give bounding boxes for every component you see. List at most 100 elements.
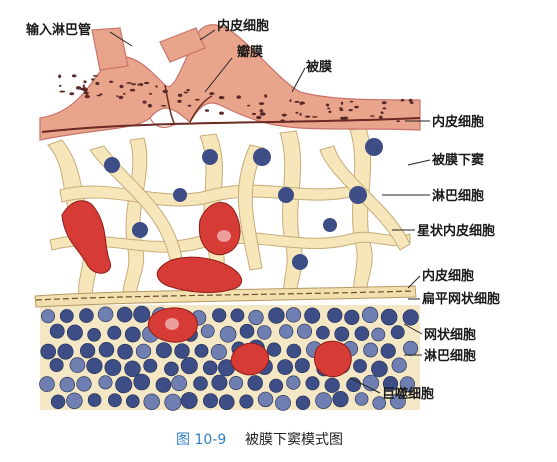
capsule-nucleus bbox=[187, 104, 192, 107]
capsule-nucleus bbox=[144, 81, 150, 85]
lymphocyte bbox=[230, 308, 245, 323]
lymphocyte bbox=[277, 359, 293, 375]
lymphocyte bbox=[363, 342, 378, 358]
label-input-lymph-vessel: 输入淋巴管 bbox=[26, 22, 91, 38]
label-valve: 瓣膜 bbox=[237, 44, 263, 60]
capsule-nucleus bbox=[59, 90, 66, 93]
lymphocyte bbox=[143, 358, 158, 373]
lymphocyte bbox=[171, 375, 187, 392]
macrophage bbox=[61, 200, 112, 274]
lymphocyte bbox=[133, 373, 150, 391]
capsule-nucleus bbox=[186, 89, 190, 92]
lymphocyte bbox=[203, 393, 219, 409]
lymphocyte bbox=[305, 376, 320, 391]
lymphocyte bbox=[98, 342, 115, 358]
capsule-nucleus bbox=[343, 117, 346, 120]
capsule-nucleus bbox=[84, 95, 91, 99]
lymphocyte bbox=[132, 222, 148, 238]
capsule-nucleus bbox=[58, 74, 62, 79]
capsule-nucleus bbox=[118, 95, 124, 100]
lymphocyte bbox=[87, 393, 102, 407]
lymphocyte bbox=[87, 327, 101, 342]
macrophage bbox=[230, 342, 270, 376]
lymphocyte bbox=[294, 358, 310, 374]
lymphocyte bbox=[173, 188, 187, 202]
capsule-nucleus bbox=[177, 99, 182, 103]
label-reticular-cell: 网状细胞 bbox=[424, 327, 476, 343]
lymphocyte bbox=[202, 360, 218, 376]
capsule-nucleus bbox=[325, 103, 330, 107]
label-subcapsular-sinus: 被膜下窦 bbox=[431, 152, 484, 168]
lymphocyte bbox=[353, 359, 367, 373]
capsule-nucleus bbox=[131, 83, 136, 86]
diagram-labels: 输入淋巴管 内皮细胞 瓣膜 被膜 内皮细胞 被膜下窦 淋巴细胞 星状内皮细胞 内… bbox=[26, 18, 500, 402]
lymphocyte bbox=[247, 375, 263, 391]
lymphocyte bbox=[403, 340, 419, 356]
lymphocyte bbox=[324, 377, 340, 393]
lymphocyte bbox=[371, 327, 386, 342]
lymphocyte bbox=[372, 396, 387, 410]
capsule-nucleus bbox=[294, 100, 300, 103]
lymphocyte bbox=[334, 326, 350, 342]
lymphocyte bbox=[248, 309, 264, 326]
capsule-nucleus bbox=[381, 101, 387, 105]
capsule-nucleus bbox=[339, 109, 344, 111]
capsule-nucleus bbox=[160, 105, 167, 107]
lymphocyte bbox=[180, 392, 198, 409]
lymphocyte bbox=[39, 376, 55, 392]
capsule-nucleus bbox=[75, 86, 82, 90]
capsule-nucleus bbox=[204, 109, 210, 112]
lymphocyte bbox=[332, 391, 349, 408]
lymphocyte bbox=[327, 307, 343, 323]
capsule-nucleus bbox=[82, 84, 85, 88]
lymphocyte bbox=[180, 357, 198, 375]
capsule-nucleus bbox=[83, 91, 89, 95]
lymphocyte bbox=[107, 325, 122, 340]
capsule-nucleus bbox=[195, 98, 200, 101]
macrophage bbox=[198, 202, 241, 256]
lymphocyte bbox=[210, 343, 227, 360]
capsule-nucleus bbox=[92, 75, 98, 77]
caption-number: 图 10-9 bbox=[176, 432, 226, 448]
capsule-nucleus bbox=[340, 101, 344, 105]
capsule-nucleus bbox=[304, 115, 311, 118]
capsule-nucleus bbox=[382, 107, 387, 110]
flat-reticular-layer bbox=[34, 285, 417, 308]
capsule-nucleus bbox=[299, 101, 305, 105]
macrophages bbox=[61, 200, 352, 378]
lymphocyte bbox=[239, 323, 255, 339]
lymphocyte bbox=[164, 361, 179, 377]
input-lymph-vessel bbox=[91, 27, 129, 71]
lymphocyte bbox=[391, 357, 407, 373]
macrophage bbox=[156, 256, 242, 293]
capsule-nucleus bbox=[348, 109, 353, 112]
lymphocyte bbox=[59, 309, 74, 323]
lymphocyte bbox=[354, 326, 370, 341]
capsule-nucleus bbox=[91, 78, 95, 81]
lymphocyte bbox=[124, 360, 141, 377]
lymphocyte bbox=[278, 187, 294, 203]
capsule-nucleus bbox=[396, 120, 401, 122]
lymphocyte bbox=[155, 377, 172, 393]
lymphocyte bbox=[349, 186, 367, 204]
capsule-nucleus bbox=[99, 93, 103, 95]
lymphocyte bbox=[315, 392, 332, 409]
capsule-nucleus bbox=[95, 81, 100, 86]
capsule-nucleus bbox=[369, 115, 375, 117]
lymphocyte bbox=[296, 323, 312, 339]
capsule-nucleus bbox=[354, 105, 359, 109]
capsule-nucleus bbox=[299, 112, 302, 116]
lymphocyte bbox=[371, 360, 388, 378]
lymphocyte bbox=[212, 308, 227, 323]
capsule-nucleus bbox=[280, 119, 285, 123]
leader-lines bbox=[109, 29, 431, 394]
lymphocyte bbox=[49, 358, 64, 373]
capsule-nucleus bbox=[80, 87, 86, 91]
capsule-nucleus bbox=[251, 112, 257, 116]
cortex-lymphocyte-bed bbox=[39, 305, 420, 411]
capsule-nucleus bbox=[155, 85, 158, 88]
lymphocyte bbox=[200, 324, 215, 338]
label-lymphocyte-right: 淋巴细胞 bbox=[432, 188, 484, 204]
macrophage bbox=[314, 340, 352, 378]
capsule-nucleus bbox=[259, 109, 264, 113]
